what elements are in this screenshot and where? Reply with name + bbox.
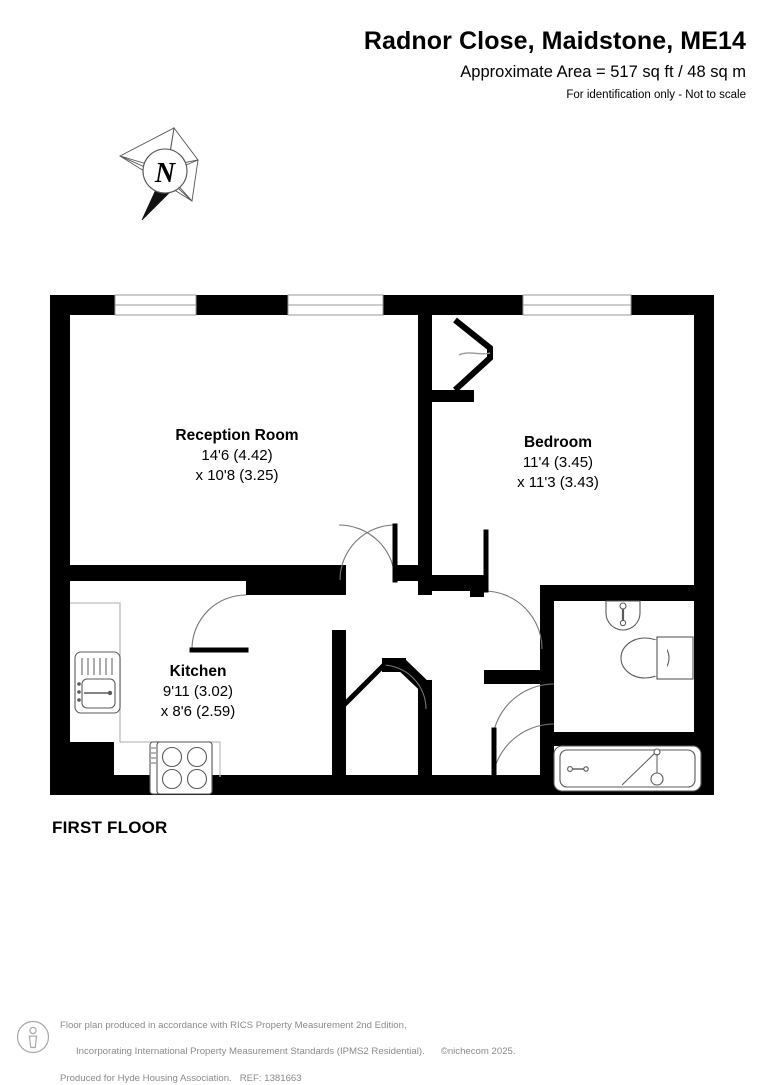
approximate-area-text: Approximate Area = 517 sq ft / 48 sq m xyxy=(460,63,746,81)
bifold-door xyxy=(452,317,493,393)
kitchen-hob xyxy=(149,741,213,795)
floor-level-label: FIRST FLOOR xyxy=(52,818,168,837)
room-dimension-1: 14'6 (4.42) xyxy=(201,447,272,464)
room-name: Reception Room xyxy=(175,427,298,444)
room-labels: Reception Room 14'6 (4.42) x 10'8 (3.25)… xyxy=(161,427,599,720)
walls xyxy=(50,295,714,795)
footer-line-2: Incorporating International Property Mea… xyxy=(76,1046,425,1058)
plan-header: Radnor Close, Maidstone, ME14 Approximat… xyxy=(0,0,764,103)
footer-copyright: ©nichecom 2025. xyxy=(440,1046,516,1058)
room-dimension-2: x 11'3 (3.43) xyxy=(517,474,599,491)
footer-disclaimer: Floor plan produced in accordance with R… xyxy=(60,1018,516,1085)
room-dimension-2: x 8'6 (2.59) xyxy=(161,703,236,720)
window-bedroom xyxy=(522,294,632,316)
page-title: Radnor Close, Maidstone, ME14 xyxy=(363,27,746,55)
footer-line-2-row: Incorporating International Property Mea… xyxy=(60,1032,516,1072)
room-label-bedroom: Bedroom 11'4 (3.45) x 11'3 (3.43) xyxy=(517,434,599,491)
person-circle-icon xyxy=(16,1020,50,1059)
bathroom-washbasin xyxy=(605,600,641,631)
room-dimension-1: 9'11 (3.02) xyxy=(163,683,233,700)
fixtures xyxy=(70,600,702,795)
room-name: Kitchen xyxy=(170,663,227,680)
room-label-reception: Reception Room 14'6 (4.42) x 10'8 (3.25) xyxy=(175,427,298,484)
plan-footer: Floor plan produced in accordance with R… xyxy=(16,1018,748,1085)
window-reception-left xyxy=(114,294,197,316)
bathroom-bathtub xyxy=(553,745,702,792)
room-dimension-1: 11'4 (3.45) xyxy=(523,454,593,471)
window-reception-right xyxy=(287,294,384,316)
compass-north-label: N xyxy=(154,158,177,189)
windows xyxy=(114,294,632,316)
door-swings xyxy=(191,524,555,787)
room-dimension-2: x 10'8 (3.25) xyxy=(196,467,279,484)
door-leaves xyxy=(189,523,497,791)
room-label-kitchen: Kitchen 9'11 (3.02) x 8'6 (2.59) xyxy=(161,663,236,720)
footer-line-1: Floor plan produced in accordance with R… xyxy=(60,1020,407,1031)
bathroom-toilet xyxy=(620,636,694,680)
room-name: Bedroom xyxy=(524,434,592,451)
footer-line-3: Produced for Hyde Housing Association. R… xyxy=(60,1072,302,1084)
floor-plan: Reception Room 14'6 (4.42) x 10'8 (3.25)… xyxy=(0,280,764,840)
north-compass-rose: N xyxy=(112,126,212,222)
kitchen-sink xyxy=(74,651,121,714)
identification-note: For identification only - Not to scale xyxy=(566,89,746,101)
